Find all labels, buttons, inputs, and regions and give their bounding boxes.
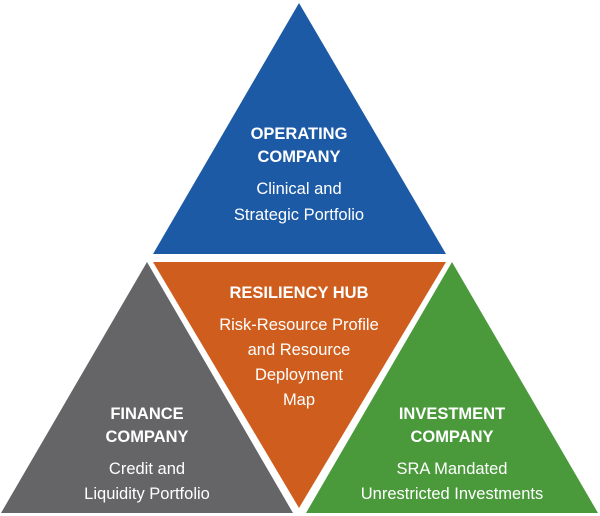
finance-company-triangle (1, 262, 293, 513)
operating-company-title-line1: OPERATING (251, 125, 348, 143)
investment-company-desc-line2: Unrestricted Investments (361, 485, 543, 503)
investment-company-section: INVESTMENT COMPANY SRA Mandated Unrestri… (306, 262, 598, 513)
finance-company-section: FINANCE COMPANY Credit and Liquidity Por… (1, 262, 293, 513)
operating-company-desc-line1: Clinical and (256, 180, 341, 198)
operating-company-desc-line2: Strategic Portfolio (234, 206, 364, 224)
operating-company-section: OPERATING COMPANY Clinical and Strategic… (153, 3, 446, 254)
resiliency-hub-section: RESILIENCY HUB Risk-Resource Profile and… (153, 262, 446, 508)
resiliency-hub-triangle (153, 262, 446, 508)
resiliency-hub-desc-line3: Deployment (255, 366, 343, 384)
investment-company-triangle (306, 262, 598, 513)
investment-company-title-line2: COMPANY (410, 428, 493, 446)
finance-company-desc-line2: Liquidity Portfolio (84, 485, 210, 503)
resiliency-hub-title: RESILIENCY HUB (229, 284, 368, 302)
operating-company-title-line2: COMPANY (257, 148, 340, 166)
finance-company-title-line1: FINANCE (110, 405, 183, 423)
investment-company-title-line1: INVESTMENT (399, 405, 505, 423)
finance-company-title-line2: COMPANY (105, 428, 188, 446)
resiliency-hub-desc-line1: Risk-Resource Profile (219, 316, 379, 334)
resiliency-hub-desc-line4: Map (283, 391, 315, 409)
investment-company-desc-line1: SRA Mandated (397, 460, 508, 478)
finance-company-desc-line1: Credit and (109, 460, 185, 478)
operating-company-triangle (153, 3, 446, 254)
resiliency-hub-desc-line2: and Resource (248, 341, 351, 359)
